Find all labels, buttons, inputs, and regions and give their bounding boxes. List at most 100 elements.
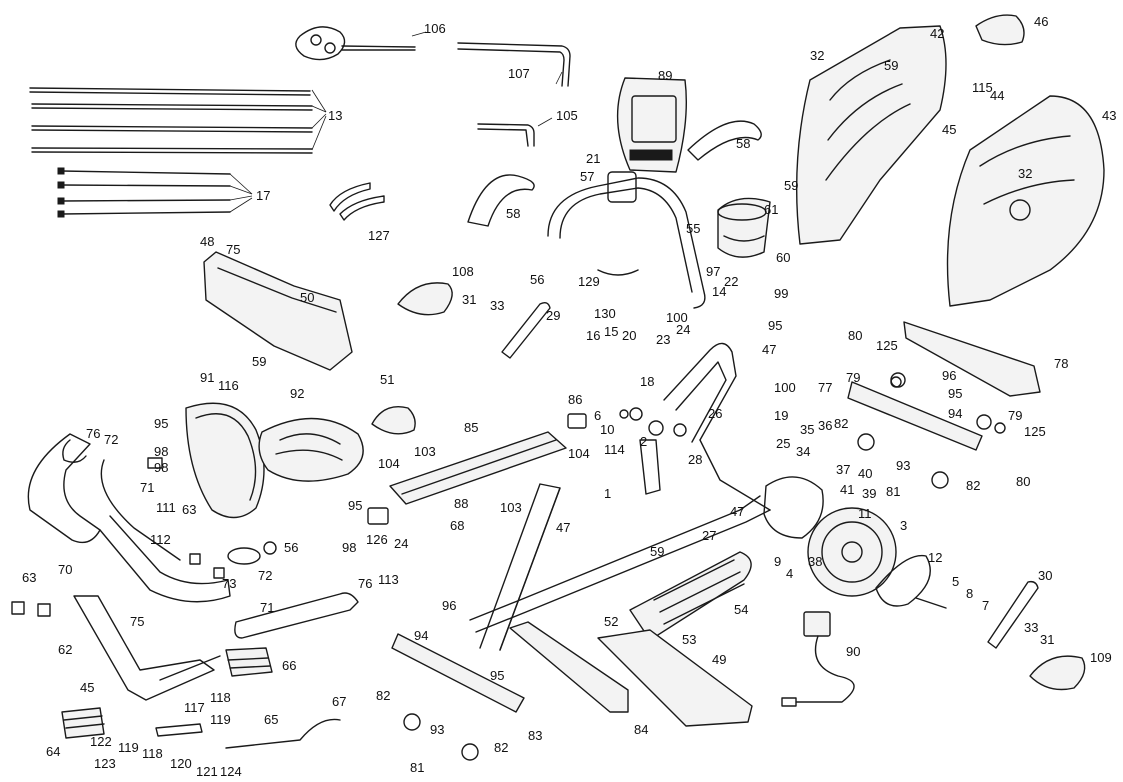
part-label: 95 [348,498,362,513]
part-label: 68 [450,518,464,533]
part-label: 51 [380,372,394,387]
pedal-108 [397,282,453,316]
pedal-109 [1029,655,1086,691]
grip-tube-right [687,120,762,161]
part-label: 23 [656,332,670,347]
seat-rail [389,431,567,505]
part-label: 80 [1016,474,1030,489]
part-label: 33 [490,298,504,313]
part-label: 33 [1024,620,1038,635]
hex-key-large [457,42,571,87]
part-label: 5 [952,574,959,589]
seat-cushion [258,417,364,482]
part-label: 35 [800,422,814,437]
part-label: 119 [210,712,231,727]
part-label: 81 [410,760,424,775]
part-label: 96 [442,598,456,613]
part-label: 4 [786,566,793,581]
part-label: 32 [1018,166,1032,181]
part-label: 71 [260,600,274,615]
grip-tube-left [467,174,535,227]
hex-key-small [477,123,535,147]
power-adapter [781,611,855,707]
part-label: 24 [676,322,690,337]
part-label: 90 [846,644,860,659]
part-label: 53 [682,632,696,647]
part-label: 86 [568,392,582,407]
part-label: 7 [982,598,989,613]
part-label: 41 [840,482,854,497]
part-label: 97 [706,264,720,279]
part-labels: 106 107 105 13 17 127 89 21 57 58 58 55 … [22,14,1116,779]
part-label: 121 [196,764,218,779]
part-label: 27 [702,528,716,543]
part-label: 63 [22,570,36,585]
stabilizer-rear [391,633,525,713]
part-label: 72 [258,568,272,583]
part-label: 58 [736,136,750,151]
part-label: 129 [578,274,600,289]
part-label: 98 [154,444,168,459]
part-label: 104 [378,456,400,471]
part-label: 29 [546,308,560,323]
part-label: 65 [264,712,278,727]
part-label: 14 [712,284,726,299]
small-hardware [11,376,1006,761]
cap-46 [975,14,1025,46]
part-label: 63 [182,502,196,517]
part-label: 82 [494,740,508,755]
part-label: 125 [876,338,898,353]
crank-arm-right [987,580,1039,649]
part-label: 47 [762,342,776,357]
shroud-right [946,95,1105,307]
part-label: 123 [94,756,116,771]
cover-84 [509,621,629,713]
part-label: 103 [500,500,522,515]
part-label: 76 [358,576,372,591]
part-label: 117 [184,700,205,715]
part-label: 119 [118,740,139,755]
part-label: 66 [282,658,296,673]
part-label: 85 [464,420,478,435]
part-label: 45 [942,122,956,137]
part-label: 11 [858,506,872,521]
part-label: 59 [650,544,664,559]
flywheel [807,507,897,597]
part-label: 108 [452,264,474,279]
part-label: 39 [862,486,876,501]
part-label: 55 [686,221,700,236]
cover-49 [597,629,753,727]
part-label: 113 [378,572,399,587]
part-label: 83 [528,728,542,743]
part-label: 43 [1102,108,1116,123]
pedal-66 [225,647,273,677]
part-label: 98 [154,460,168,475]
part-label: 94 [948,406,962,421]
part-label: 114 [604,442,625,457]
cover-54 [629,551,752,641]
part-label: 104 [568,446,590,461]
part-label: 61 [764,202,778,217]
seat-back [185,402,265,519]
part-label: 78 [1054,356,1068,371]
part-label: 82 [376,688,390,703]
part-label: 89 [658,68,672,83]
part-label: 127 [368,228,390,243]
part-label: 2 [640,434,647,449]
drive-belt [875,554,947,609]
part-label: 28 [688,452,702,467]
part-label: 47 [556,520,570,535]
part-label: 88 [454,496,468,511]
part-label: 56 [530,272,544,287]
part-label: 103 [414,444,436,459]
part-label: 56 [284,540,298,555]
part-label: 1 [604,486,611,501]
part-label: 79 [1008,408,1022,423]
part-label: 10 [600,422,614,437]
part-label: 112 [150,532,171,547]
seat-post [479,483,561,651]
part-label: 40 [858,466,872,481]
part-label: 122 [90,734,112,749]
part-label: 76 [86,426,100,441]
crank-arm-left [501,301,551,359]
